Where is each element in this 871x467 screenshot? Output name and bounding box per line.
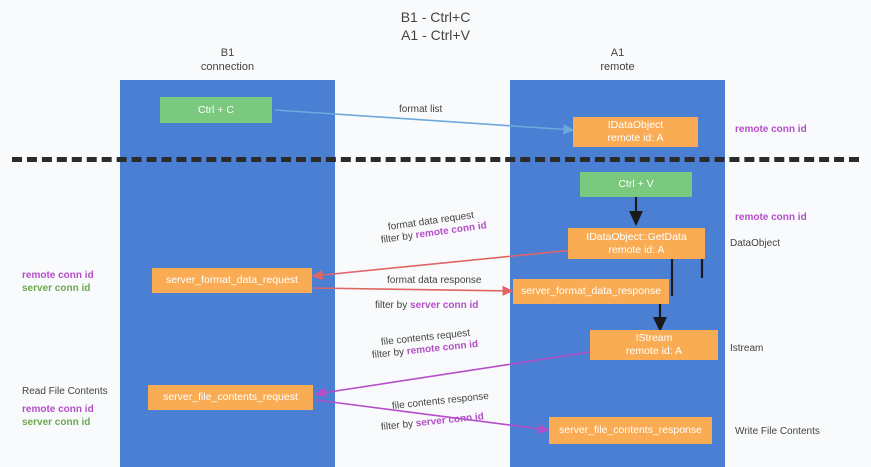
node-server-format-data-response[interactable]: server_format_data_response xyxy=(513,279,669,304)
edge-label-format-data-response-filter: filter by server conn id xyxy=(375,299,478,312)
section-divider xyxy=(12,157,859,162)
node-istream[interactable]: IStream remote id: A xyxy=(590,330,718,360)
node-server-file-contents-request-label: server_file_contents_request xyxy=(163,391,298,403)
node-getdata-line1: IDataObject::GetData xyxy=(586,230,687,243)
node-ctrl-c[interactable]: Ctrl + C xyxy=(160,97,272,123)
node-idataobject-getdata[interactable]: IDataObject::GetData remote id: A xyxy=(568,228,705,259)
lane-header-a1-subtitle: remote xyxy=(600,61,635,73)
node-idataobject-line2: remote id: A xyxy=(607,132,664,144)
filter-prefix-3: filter by xyxy=(371,346,408,361)
annotation-left-server-conn-id-mid: server conn id xyxy=(22,283,91,294)
node-idataobject[interactable]: IDataObject remote id: A xyxy=(573,117,698,147)
title-line-1: B1 - Ctrl+C xyxy=(400,9,471,25)
filter-id-4: server conn id xyxy=(415,411,485,430)
node-ctrl-v[interactable]: Ctrl + V xyxy=(580,172,692,197)
annotation-left-read-file-contents: Read File Contents xyxy=(22,386,108,397)
node-ctrl-v-label: Ctrl + V xyxy=(618,178,654,190)
node-istream-line1: IStream xyxy=(635,332,673,344)
node-server-file-contents-response-label: server_file_contents_response xyxy=(558,424,702,436)
node-server-file-contents-request[interactable]: server_file_contents_request xyxy=(148,385,313,410)
annotation-right-remote-conn-id-mid: remote conn id xyxy=(735,212,807,223)
filter-id-2: server conn id xyxy=(410,300,479,311)
node-ctrl-c-label: Ctrl + C xyxy=(198,103,234,116)
annotation-right-dataobject: DataObject xyxy=(730,238,781,249)
filter-prefix-4: filter by xyxy=(380,418,417,433)
diagram-title: B1 - Ctrl+C A1 - Ctrl+V xyxy=(0,8,871,44)
annotation-right-write-file-contents: Write File Contents xyxy=(735,426,820,437)
node-server-format-data-response-label: server_format_data_response xyxy=(520,285,662,297)
node-server-format-data-request[interactable]: server_format_data_request xyxy=(152,268,312,293)
node-idataobject-line1: IDataObject xyxy=(607,119,664,131)
edge-label-format-list: format list xyxy=(399,104,443,115)
node-server-format-data-request-label: server_format_data_request xyxy=(166,274,298,286)
lane-header-b1-name: B1 xyxy=(220,47,235,59)
lane-header-a1-name: A1 xyxy=(610,47,625,59)
annotation-left-remote-conn-id-bottom: remote conn id xyxy=(22,404,94,415)
node-istream-line2: remote id: A xyxy=(625,345,683,357)
edge-label-file-contents-response-filter: filter by server conn id xyxy=(380,410,484,434)
edge-label-file-contents-response: file contents response xyxy=(391,390,490,412)
node-server-file-contents-response[interactable]: server_file_contents_response xyxy=(549,417,712,444)
annotation-right-istream: Istream xyxy=(730,343,764,354)
lane-header-a1: A1 remote xyxy=(510,46,725,74)
annotation-left-remote-conn-id-mid: remote conn id xyxy=(22,270,94,281)
title-line-2: A1 - Ctrl+V xyxy=(401,27,470,43)
lane-header-b1: B1 connection xyxy=(120,46,335,74)
filter-prefix-2: filter by xyxy=(375,300,411,311)
edge-label-format-data-response: format data response xyxy=(387,275,482,286)
filter-prefix-1: filter by xyxy=(380,230,417,246)
node-getdata-line2: remote id: A xyxy=(608,243,665,256)
lane-header-b1-subtitle: connection xyxy=(200,61,255,73)
annotation-right-remote-conn-id-top: remote conn id xyxy=(735,124,807,135)
annotation-left-server-conn-id-bottom: server conn id xyxy=(22,417,91,428)
